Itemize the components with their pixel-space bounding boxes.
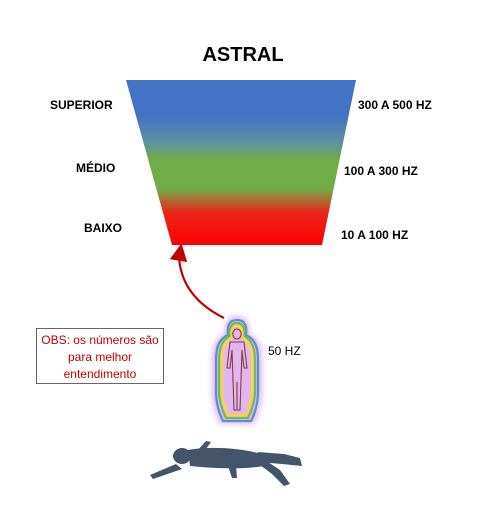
freq-medio-label: 100 A 300 HZ: [344, 164, 418, 178]
note-line: para melhor: [67, 350, 133, 364]
lying-body-silhouette: [150, 441, 302, 486]
body-frequency-label: 50 HZ: [268, 344, 301, 358]
note-line: OBS: os números são: [41, 333, 159, 347]
astral-body-figure: [212, 316, 262, 424]
observation-note-box: OBS: os números são para melhor entendim…: [36, 328, 164, 384]
level-baixo-label: BAIXO: [84, 221, 123, 235]
astral-title: ASTRAL: [202, 44, 284, 66]
astral-funnel: [126, 80, 356, 245]
freq-baixo-label: 10 A 100 HZ: [341, 228, 409, 242]
note-line: entendimento: [63, 367, 137, 381]
level-medio-label: MÉDIO: [76, 161, 116, 175]
ascension-arrow: [169, 243, 225, 319]
freq-superior-label: 300 A 500 HZ: [358, 98, 432, 112]
level-superior-label: SUPERIOR: [50, 98, 113, 112]
